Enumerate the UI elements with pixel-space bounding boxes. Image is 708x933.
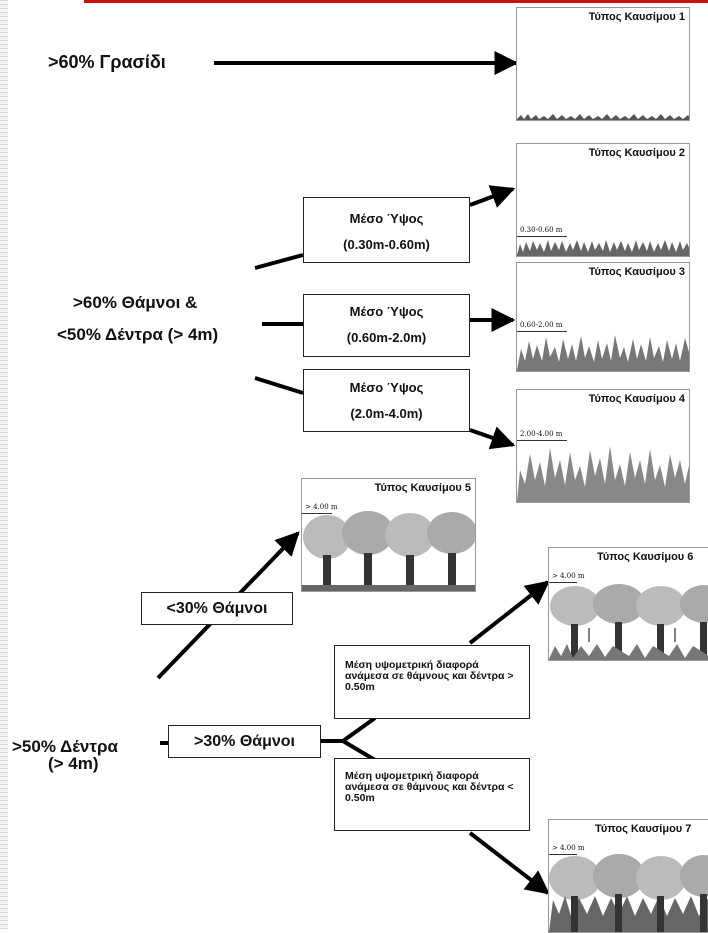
- fuel-type-title: Τύπος Καυσίμου 4: [588, 393, 685, 405]
- grass-illustration: [517, 114, 689, 120]
- fuel-type-title: Τύπος Καυσίμου 6: [597, 551, 694, 563]
- height-box-title: Μέσο Ύψος: [349, 211, 424, 226]
- category-trees-line1: >50% Δέντρα: [12, 737, 118, 756]
- arrow-to-fuel7: [468, 831, 550, 895]
- gap-note-large: Μέση υψομετρική διαφορά ανάμεσα σε θάμνο…: [334, 645, 530, 719]
- tree-shrub-continuous-illustration: [549, 854, 708, 932]
- tall-shrub-illustration: [517, 446, 689, 502]
- fork-down: [341, 739, 377, 762]
- fuel-type-2: Τύπος Καυσίμου 2 0.30-0.60 m: [516, 143, 690, 257]
- shrub-cover-low-box: <30% Θάμνοι: [141, 592, 293, 625]
- fuel-type-3: Τύπος Καυσίμου 3 0.60-2.00 m: [516, 262, 690, 372]
- fuel-type-6: Τύπος Καυσίμου 6 > 4.00 m: [548, 547, 708, 661]
- fuel-type-title: Τύπος Καυσίμου 7: [595, 823, 692, 835]
- fuel-type-title: Τύπος Καυσίμου 1: [588, 11, 685, 23]
- fuel-type-7: Τύπος Καυσίμου 7 > 4.00 m: [548, 819, 708, 933]
- category-shrubs-line1: >60% Θάμνοι &: [73, 293, 198, 312]
- category-shrubs-line2: <50% Δέντρα (> 4m): [57, 325, 219, 344]
- category-trees-line2: (> 4m): [48, 754, 99, 773]
- line-shrubs-to-box1: [254, 253, 304, 270]
- fuel-height-line: [517, 236, 567, 237]
- tree-shrub-gap-illustration: [549, 584, 708, 660]
- fuel-type-title: Τύπος Καυσίμου 2: [588, 147, 685, 159]
- fuel-height-label: 2.00-4.00 m: [520, 430, 563, 438]
- fuel-height-line: [549, 582, 577, 583]
- slide-margin-stripe: [0, 0, 8, 929]
- slide-accent-bar: [84, 0, 708, 3]
- fork-up: [341, 716, 377, 743]
- fuel-type-1: Τύπος Καυσίμου 1: [516, 7, 690, 121]
- height-box-title: Μέσο Ύψος: [349, 304, 424, 319]
- height-box-range: (0.60m-2.0m): [346, 330, 427, 345]
- fuel-height-label: > 4.00 m: [552, 844, 585, 852]
- fuel-height-line: [302, 513, 332, 514]
- fuel-type-5: Τύπος Καυσίμου 5 > 4.00 m: [301, 478, 476, 592]
- arrow-box1-to-fuel2: [469, 185, 516, 208]
- fuel-type-title: Τύπος Καυσίμου 5: [374, 482, 471, 494]
- height-box-range: (0.30m-0.60m): [343, 237, 430, 252]
- shrub-cover-high-box: >30% Θάμνοι: [168, 725, 321, 758]
- gap-note-small: Μέση υψομετρική διαφορά ανάμεσα σε θάμνο…: [334, 758, 530, 831]
- height-box-1: Μέσο Ύψος (0.30m-0.60m): [303, 197, 470, 263]
- fuel-type-4: Τύπος Καυσίμου 4 2.00-4.00 m: [516, 389, 690, 503]
- category-grass: >60% Γρασίδι: [48, 52, 166, 72]
- fuel-type-title: Τύπος Καυσίμου 3: [588, 266, 685, 278]
- height-box-2: Μέσο Ύψος (0.60m-2.0m): [303, 294, 470, 357]
- fuel-height-line: [517, 331, 567, 332]
- fuel-height-label: > 4.00 m: [552, 572, 585, 580]
- height-box-range: (2.0m-4.0m): [350, 406, 423, 421]
- height-box-title: Μέσο Ύψος: [349, 380, 424, 395]
- height-box-3: Μέσο Ύψος (2.0m-4.0m): [303, 369, 470, 432]
- medium-shrub-illustration: [517, 335, 689, 371]
- line-shrubs-to-box3: [254, 376, 304, 395]
- low-shrub-illustration: [517, 240, 689, 256]
- fuel-height-label: 0.30-0.60 m: [520, 226, 563, 234]
- tree-canopy-illustration: [302, 511, 475, 591]
- fuel-height-line: [517, 440, 567, 441]
- arrow-box3-to-fuel4: [469, 426, 516, 450]
- arrow-to-fuel6: [468, 580, 550, 645]
- fuel-height-label: 0.60-2.00 m: [520, 321, 563, 329]
- fuel-height-line: [549, 854, 577, 855]
- fuel-height-label: > 4.00 m: [305, 503, 338, 511]
